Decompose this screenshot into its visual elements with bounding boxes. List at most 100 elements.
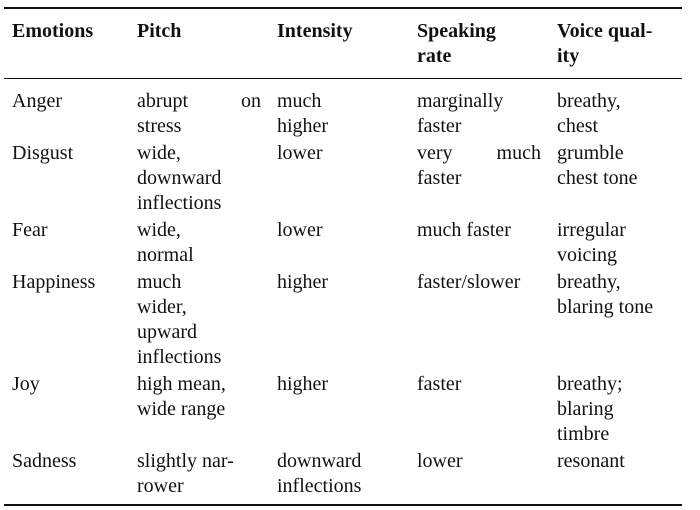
cell-line: inflections [137,346,222,368]
cell-line: marginally [417,90,504,112]
emotion-cell: Sadness [4,449,129,505]
pitch-cell: slightly nar-rower [129,449,269,505]
cell-line: abrupt on [137,90,261,112]
pitch-cell: abrupt on stress [129,79,269,142]
intensity-cell: much higher [269,79,409,142]
cell-line: downward [137,167,222,189]
cell-line: faster/slower [417,271,521,293]
cell-line: wide, [137,219,181,241]
cell-line: faster [417,167,462,189]
cell-line: Disgust [12,142,74,164]
cell-line: lower [277,142,323,164]
table-header: Emotions Pitch Intensity Speaking rate Voice … [4,8,682,79]
cell-line: inflections [137,192,222,214]
cell-line: slightly nar- [137,450,234,472]
table-row: Fear wide, normal lower much faster irregular… [4,218,682,270]
table-row: Disgust wide, downward inflections lower very… [4,141,682,218]
cell-line: very much [417,142,541,164]
voice-quality-cell: resonant [549,449,682,505]
pitch-cell: wide, normal [129,218,269,270]
voice-quality-cell: breathy, chest [549,79,682,142]
cell-line: blaring [557,398,614,420]
cell-line: much [277,90,322,112]
pitch-cell: wide, downward inflections [129,141,269,218]
cell-line: Happiness [12,271,96,293]
speaking-rate-cell: very much faster [409,141,549,218]
cell-line: Fear [12,219,48,241]
table-row: Happiness much wider, upward inflections high… [4,270,682,372]
intensity-cell: downward inflections [269,449,409,505]
pitch-cell: much wider, upward inflections [129,270,269,372]
cell-line: breathy, [557,90,621,112]
cell-line: Sadness [12,450,77,472]
voice-quality-cell: breathy; blaring timbre [549,372,682,449]
voice-quality-cell: breathy, blaring tone [549,270,682,372]
cell-line: stress [137,115,182,137]
cell-line: breathy, [557,271,621,293]
emotion-cell: Fear [4,218,129,270]
emotion-cell: Joy [4,372,129,449]
speaking-rate-cell: marginally faster [409,79,549,142]
header-line: rate [417,45,452,67]
speaking-rate-cell: faster [409,372,549,449]
header-line: Voice qual- [557,20,653,42]
cell-line: grumble [557,142,624,164]
cell-line: blaring tone [557,296,654,318]
header-line: Speaking [417,20,496,42]
cell-line: upward [137,321,197,343]
header-line: Emotions [12,20,94,42]
cell-line: Anger [12,90,62,112]
cell-line: voicing [557,244,617,266]
table-row: Sadness slightly nar-rower downward inflect… [4,449,682,505]
cell-line: Joy [12,373,40,395]
table-body: Anger abrupt on stress much higher marginally… [4,79,682,505]
header-intensity: Intensity [269,8,409,79]
emotion-cell: Disgust [4,141,129,218]
speaking-rate-cell: lower [409,449,549,505]
cell-line: higher [277,271,329,293]
cell-line: higher [277,115,329,137]
table-row: Anger abrupt on stress much higher marginally… [4,79,682,142]
cell-line: downward [277,450,362,472]
table-row: Joy high mean, wide range higher faster breat… [4,372,682,449]
intensity-cell: lower [269,141,409,218]
cell-line: much faster [417,219,511,241]
emotion-voice-table: Emotions Pitch Intensity Speaking rate Voice … [4,7,682,506]
cell-line: wider, [137,296,187,318]
speaking-rate-cell: much faster [409,218,549,270]
cell-line: higher [277,373,329,395]
voice-quality-cell: grumble chest tone [549,141,682,218]
cell-line: rower [137,475,184,497]
cell-line: chest [557,115,599,137]
speaking-rate-cell: faster/slower [409,270,549,372]
emotion-cell: Anger [4,79,129,142]
intensity-cell: lower [269,218,409,270]
header-line: Intensity [277,20,353,42]
emotion-voice-table-container: Emotions Pitch Intensity Speaking rate Voice … [4,7,682,506]
cell-line: wide range [137,398,226,420]
cell-line: timbre [557,423,610,445]
cell-line: normal [137,244,194,266]
cell-line: faster [417,373,462,395]
cell-line: faster [417,115,462,137]
header-line: ity [557,45,580,67]
header-speaking-rate: Speaking rate [409,8,549,79]
header-emotions: Emotions [4,8,129,79]
cell-line: irregular [557,219,626,241]
cell-line: breathy; [557,373,623,395]
header-pitch: Pitch [129,8,269,79]
cell-line: high mean, [137,373,226,395]
intensity-cell: higher [269,270,409,372]
cell-line: inflections [277,475,362,497]
cell-line: much [137,271,182,293]
cell-line: wide, [137,142,181,164]
header-line: Pitch [137,20,182,42]
cell-line: lower [417,450,463,472]
cell-line: chest tone [557,167,638,189]
cell-line: resonant [557,450,625,472]
voice-quality-cell: irregular voicing [549,218,682,270]
pitch-cell: high mean, wide range [129,372,269,449]
cell-line: lower [277,219,323,241]
emotion-cell: Happiness [4,270,129,372]
header-row: Emotions Pitch Intensity Speaking rate Voice … [4,8,682,79]
